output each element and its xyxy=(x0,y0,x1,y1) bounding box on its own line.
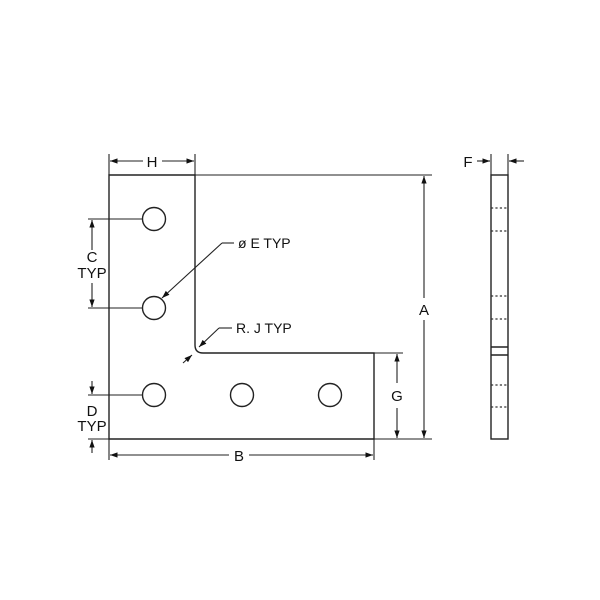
label-j: R. J TYP xyxy=(236,320,292,336)
callout-corner-radius: R. J TYP xyxy=(182,320,292,364)
label-e: ø E TYP xyxy=(238,235,291,251)
dimension-f: F xyxy=(463,154,524,175)
dimension-h: H xyxy=(108,154,196,175)
plate-side-view xyxy=(490,174,509,440)
dimension-g: G xyxy=(374,352,403,438)
label-f: F xyxy=(463,154,472,171)
label-h: H xyxy=(147,154,158,171)
hole-2 xyxy=(141,295,167,321)
plate-front-view xyxy=(108,174,375,440)
label-d: D xyxy=(87,403,98,420)
dimension-b: B xyxy=(108,439,375,465)
hole-1 xyxy=(141,206,167,232)
hole-4 xyxy=(229,382,255,408)
dimension-d: D TYP xyxy=(77,381,142,453)
label-a: A xyxy=(419,302,429,319)
label-d-typ: TYP xyxy=(77,418,106,435)
hole-5 xyxy=(317,382,343,408)
label-c-typ: TYP xyxy=(77,265,106,282)
label-c: C xyxy=(87,249,98,266)
callout-hole-diameter: ø E TYP xyxy=(161,235,291,299)
dimension-c: C TYP xyxy=(77,218,142,309)
label-b: B xyxy=(234,448,244,465)
dimension-a: A xyxy=(374,176,432,440)
label-g: G xyxy=(391,388,403,405)
hole-3 xyxy=(141,382,167,408)
